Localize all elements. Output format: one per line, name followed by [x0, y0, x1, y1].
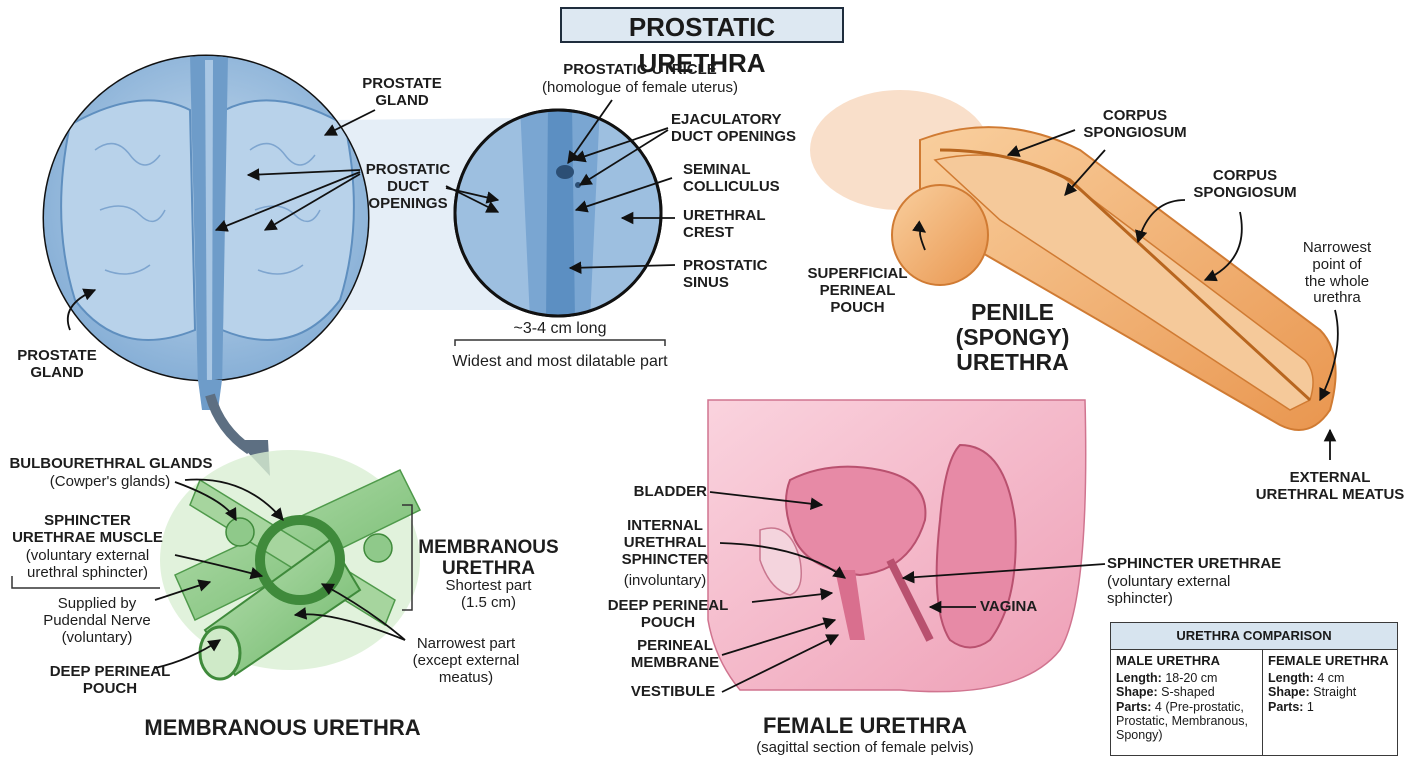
- male-shape: S-shaped: [1161, 685, 1215, 700]
- label-membranous-side-title: MEMBRANOUS URETHRA: [418, 537, 559, 579]
- female-parts-key: Parts:: [1268, 699, 1304, 714]
- penile-urethra-image: [810, 90, 1337, 431]
- label-prostatic-length: ~3-4 cm long: [513, 320, 607, 337]
- female-length-key: Length:: [1268, 670, 1314, 685]
- label-sphincter-urethrae: SPHINCTER URETHRAE: [1107, 555, 1282, 572]
- prostatic-urethra-zoom-image: [453, 108, 663, 318]
- female-length: 4 cm: [1317, 670, 1345, 685]
- label-corpus-spongiosum-1: CORPUS SPONGIOSUM: [1083, 107, 1187, 141]
- comparison-table: URETHRA COMPARISON MALE URETHRA Length: …: [1110, 622, 1398, 756]
- label-external-urethral-meatus: EXTERNAL URETHRAL MEATUS: [1255, 469, 1405, 503]
- label-vestibule: VESTIBULE: [630, 683, 716, 700]
- label-bulbourethral-glands: BULBOURETHRAL GLANDS: [9, 455, 213, 472]
- male-length-key: Length:: [1116, 670, 1162, 685]
- label-membranous-side-note: Shortest part (1.5 cm): [445, 577, 532, 611]
- label-seminal-colliculus: SEMINAL COLLICULUS: [683, 161, 780, 195]
- female-parts: 1: [1306, 699, 1314, 714]
- label-internal-urethral-sphincter: INTERNAL URETHRAL SPHINCTER: [621, 517, 709, 568]
- label-vagina: VAGINA: [980, 598, 1038, 615]
- leader-lines: [66, 99, 1339, 693]
- label-deep-perineal-pouch-female: DEEP PERINEAL POUCH: [607, 597, 729, 631]
- male-parts-key: Parts:: [1116, 699, 1152, 714]
- female-heading: FEMALE URETHRA: [1268, 653, 1389, 668]
- label-bulbourethral-note: (Cowper's glands): [49, 473, 171, 490]
- label-ejaculatory-duct-openings: EJACULATORY DUCT OPENINGS: [671, 111, 797, 145]
- label-perineal-membrane: PERINEAL MEMBRANE: [630, 637, 720, 671]
- length-bracket: [454, 339, 666, 346]
- label-narrowest-point: Narrowest point of the whole urethra: [1302, 239, 1372, 307]
- male-shape-key: Shape:: [1116, 685, 1158, 700]
- label-prostate-gland-top: PROSTATE GLAND: [362, 75, 442, 109]
- label-corpus-spongiosum-2: CORPUS SPONGIOSUM: [1193, 167, 1297, 201]
- label-supplied-by: Supplied by Pudendal Nerve (voluntary): [43, 595, 151, 646]
- label-sphincter-note: (voluntary external urethral sphincter): [25, 547, 150, 581]
- female-shape: Straight: [1313, 685, 1357, 700]
- comparison-male-column: MALE URETHRA Length: 18-20 cm Shape: S-s…: [1111, 650, 1263, 756]
- label-bladder: BLADDER: [633, 483, 707, 500]
- label-prostatic-sinus: PROSTATIC SINUS: [683, 257, 768, 291]
- section-title-membranous: MEMBRANOUS URETHRA: [144, 715, 421, 740]
- label-urethral-crest: URETHRAL CREST: [683, 207, 766, 241]
- label-internal-note: (involuntary): [623, 572, 707, 589]
- male-parts: 4 (Pre-prostatic, Prostatic, Membranous,…: [1116, 699, 1248, 743]
- female-pelvis-image: [707, 399, 1087, 693]
- label-deep-perineal-pouch-male: DEEP PERINEAL POUCH: [49, 663, 171, 697]
- label-superficial-perineal-pouch: SUPERFICIAL PERINEAL POUCH: [807, 265, 908, 316]
- section-title-female: FEMALE URETHRA: [762, 713, 968, 738]
- label-sphincter-urethrae-note: (voluntary external sphincter): [1107, 573, 1231, 607]
- label-penile-urethra-title: PENILE (SPONGY) URETHRA: [955, 299, 1070, 375]
- male-length: 18-20 cm: [1165, 670, 1218, 685]
- female-shape-key: Shape:: [1268, 685, 1310, 700]
- membranous-urethra-image: [160, 450, 422, 681]
- label-prostatic-description: Widest and most dilatable part: [452, 353, 668, 370]
- prostate-section-image: [42, 54, 370, 410]
- comparison-female-column: FEMALE URETHRA Length: 4 cm Shape: Strai…: [1263, 650, 1397, 756]
- section-subtitle-female: (sagittal section of female pelvis): [756, 739, 974, 756]
- label-prostatic-utricle-note: (homologue of female uterus): [542, 79, 738, 96]
- label-prostatic-utricle: PROSTATIC UTRICLE: [563, 61, 717, 78]
- comparison-header: URETHRA COMPARISON: [1111, 623, 1397, 650]
- page-title: PROSTATIC URETHRA: [560, 7, 844, 78]
- label-narrowest-part: Narrowest part (except external meatus): [412, 635, 520, 686]
- label-prostate-gland-left: PROSTATE GLAND: [17, 347, 97, 381]
- label-sphincter-urethrae-muscle: SPHINCTER URETHRAE MUSCLE: [12, 512, 163, 546]
- label-prostatic-duct-openings: PROSTATIC DUCT OPENINGS: [365, 161, 451, 212]
- male-heading: MALE URETHRA: [1116, 653, 1220, 668]
